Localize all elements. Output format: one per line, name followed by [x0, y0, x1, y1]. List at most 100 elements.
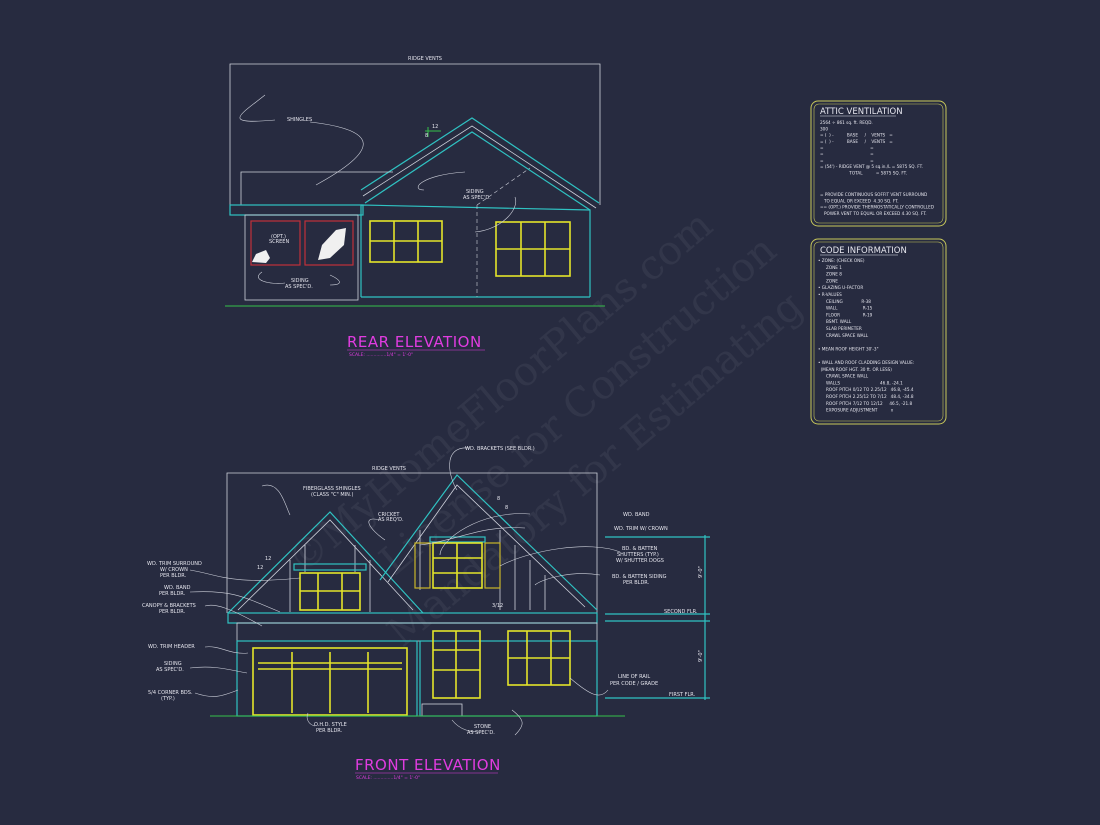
attic-title: ATTIC VENTILATION: [820, 107, 903, 117]
leader-lines: [189, 447, 621, 736]
label-shingles: FIBERGLASS SHINGLES: [303, 486, 361, 492]
front-upper-window-right: [432, 542, 483, 589]
right-gable-inner: [387, 484, 586, 608]
label-trim-header: WD. TRIM HEADER: [148, 644, 195, 650]
box-text-line: • ZONE: (CHECK ONE): [818, 258, 865, 263]
label-trim-surround: PER BLDR.: [160, 573, 187, 579]
label-ridge-vents: RIDGE VENTS: [372, 466, 406, 472]
screen-panel: [304, 220, 354, 266]
label-cricket: CRICKET: [378, 512, 400, 518]
label-band-left: WD. BAND: [164, 585, 191, 591]
label-cricket: AS REQ'D.: [378, 517, 404, 523]
window-crown: [293, 563, 367, 571]
front-elevation-title: FRONT ELEVATION: [355, 756, 501, 774]
label-rail: PER CODE / GRADE: [610, 681, 658, 687]
pitch-run: 8: [425, 133, 428, 139]
pitch-label: 12: [265, 556, 271, 562]
label-siding-porch: SIDING: [291, 278, 309, 284]
rear-elevation: RIDGE VENTS SHINGLES SIDING AS SPEC'D. (…: [225, 56, 605, 358]
porch: [244, 214, 359, 301]
label-canopy: PER BLDR.: [159, 609, 186, 615]
box-text-line: = ( ) - BASE / VENTS =: [820, 133, 893, 138]
label-bb-siding: BD. & BATTEN SIDING: [612, 574, 667, 580]
label-brackets: WD. BRACKETS (SEE BLDR.): [465, 446, 535, 452]
box-text-line: = (54') - RIDGE VENT @ 5 sq.in./L = 5875…: [820, 164, 923, 169]
box-text-line: = =: [820, 145, 874, 150]
pitch-label: 12: [257, 565, 263, 571]
front-door[interactable]: [432, 630, 481, 699]
box-text-line: SLAB PERIMETER: [818, 326, 862, 331]
code-information-box: CODE INFORMATION • ZONE: (CHECK ONE) ZON…: [810, 238, 947, 425]
rear-scale: SCALE: ..............1/4" = 1'-0": [349, 352, 413, 358]
label-shingles: SHINGLES: [287, 117, 312, 123]
label-trim-crown: WD. TRIM W/ CROWN: [614, 526, 668, 532]
box-text-line: (MEAN ROOF HGT. 30 ft. OR LESS): [818, 367, 892, 372]
label-siding-porch: AS SPEC'D.: [285, 284, 313, 290]
dimension-upper: 9'-0": [698, 566, 704, 578]
front-upper-window-left: [299, 572, 361, 611]
dimension-lines: [605, 535, 710, 700]
left-gable: [227, 511, 424, 614]
box-text-line: POWER VENT TO EQUAL OR EXCEED 4.30 SQ. F…: [820, 211, 927, 216]
porch-fascia: [229, 204, 364, 216]
roof-outline: [226, 472, 598, 613]
label-shutters: SHUTTERS (TYP.): [617, 552, 659, 558]
screen-hatch: [252, 250, 270, 263]
box-text-line: = =: [820, 152, 874, 157]
box-text-line: WALL R-15: [818, 306, 873, 311]
box-text-line: = =: [820, 158, 874, 163]
box-text-line: FLOOR R-19: [818, 312, 873, 317]
box-text-line: ZONE: [818, 278, 838, 283]
box-text-line: BSMT. WALL: [818, 319, 852, 324]
garage-door[interactable]: [252, 647, 408, 716]
screen-panel: [250, 220, 301, 266]
label-second-floor: SECOND FLR.: [664, 609, 698, 615]
code-title: CODE INFORMATION: [820, 246, 907, 256]
hidden-line: [476, 167, 531, 206]
attic-ventilation-box: ATTIC VENTILATION 2564 ÷ 861 sq. ft. REQ…: [810, 100, 947, 227]
label-screen: (OPT.): [271, 234, 286, 240]
label-band: WD. BAND: [623, 512, 650, 518]
front-scale: SCALE: ..............1/4" = 1'-0": [356, 775, 420, 781]
label-corner-boards: (TYP.): [161, 696, 175, 702]
lower-roof: [240, 171, 393, 205]
box-text-line: ZONE 8: [818, 272, 842, 277]
label-band-left: PER BLDR.: [159, 591, 186, 597]
box-text-line: ROOF PITCH 7/12 TO 12/12 46.5, -21.8: [818, 401, 913, 406]
front-elevation: RIDGE VENTS FIBERGLASS SHINGLES (CLASS "…: [142, 446, 710, 781]
box-text-line: TOTAL = 5875 SQ. FT.: [820, 170, 907, 175]
label-ohd: PER BLDR.: [316, 728, 343, 734]
dimension-lower: 9'-0": [698, 650, 704, 662]
rear-elevation-title: REAR ELEVATION: [347, 333, 482, 351]
box-text-line: WALLS 46.8, -24.1: [818, 380, 903, 385]
label-stone: STONE: [474, 724, 491, 730]
label-shutters: BD. & BATTEN: [622, 546, 658, 552]
label-shutters: W/ SHUTTER DOGS: [616, 558, 664, 564]
label-stone: AS SPEC'D.: [467, 730, 495, 736]
label-trim-surround: W/ CROWN: [160, 567, 188, 573]
right-gable: [379, 474, 598, 611]
garage-wall: [236, 640, 418, 717]
svg-text:License for Construction: License for Construction: [371, 227, 785, 585]
box-text-line: 2564 ÷ 861 sq. ft. REQD.: [820, 120, 873, 125]
front-window-lower: [507, 630, 571, 686]
label-ohd: O.H.D. STYLE: [314, 722, 347, 728]
box-text-line: EXPOSURE ADJUSTMENT x: [818, 408, 894, 413]
label-rail: LINE OF RAIL: [618, 674, 650, 680]
stone-steps: [421, 703, 463, 717]
gable-fascia: [364, 131, 591, 211]
box-text-line: • MEAN ROOF HEIGHT 30'-3": [818, 346, 879, 351]
label-canopy: CANOPY & BRACKETS: [142, 603, 196, 609]
shutter: [484, 542, 501, 589]
main-gable: [360, 117, 600, 204]
rear-window-right: [495, 221, 571, 277]
label-siding: SIDING: [164, 661, 182, 667]
pitch-rise: 12: [432, 124, 438, 130]
roof-outline: [229, 63, 601, 205]
box-text-line: • WALL AND ROOF CLADDING DESIGN VALUE:: [818, 360, 914, 365]
box-text-line: CRAWL SPACE WALL: [818, 374, 869, 379]
box-text-line: = ( ) - BASE / VENTS =: [820, 139, 893, 144]
box-text-line: == (OPT.) PROVIDE THERMOSTATICALLY CONTR…: [820, 205, 934, 210]
